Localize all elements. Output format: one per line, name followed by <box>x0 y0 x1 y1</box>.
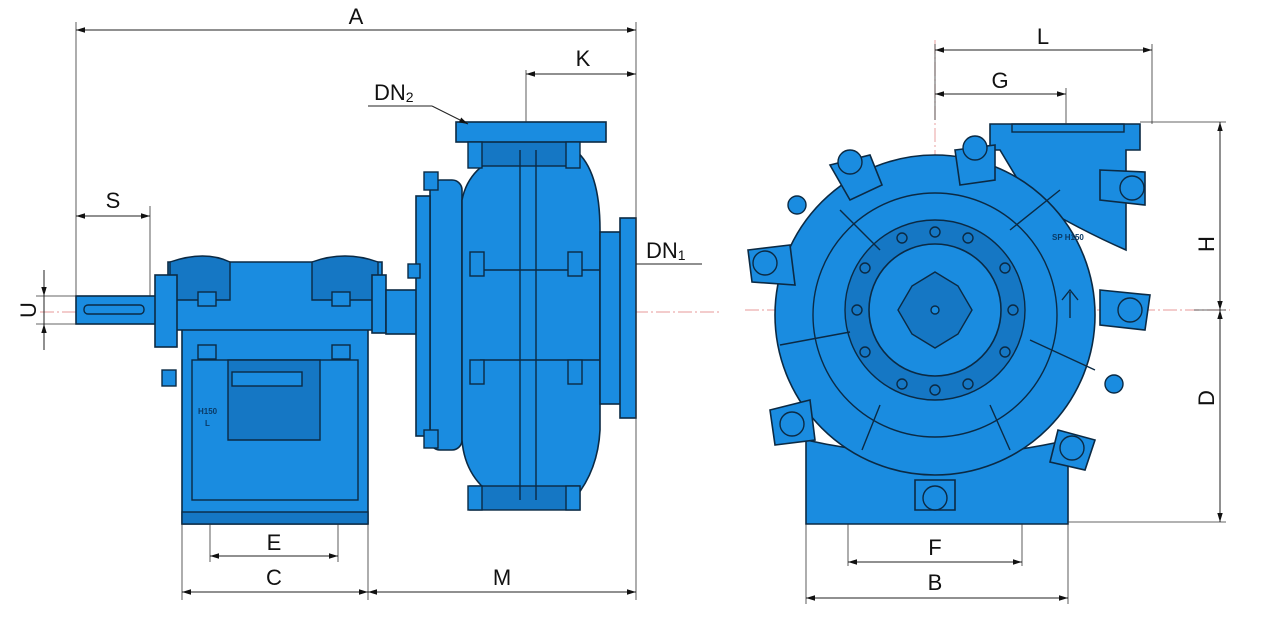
casing-ring-outer <box>812 192 1058 438</box>
casing-bolt-bot-r <box>565 485 581 511</box>
casing-volute <box>461 149 601 501</box>
shaft-keyway <box>83 304 145 315</box>
bearing-frame: H150 L <box>154 255 387 525</box>
dim-label-k: K <box>576 46 591 71</box>
housing-bolt-2 <box>331 291 351 307</box>
end-cover-right <box>371 274 387 334</box>
flange-bolt-1 <box>423 171 439 191</box>
dim-label-b: B <box>928 570 943 595</box>
housing-bolt-4 <box>331 344 351 360</box>
casting-mark-l: L <box>205 419 210 428</box>
discharge-flange <box>455 121 607 143</box>
frame-foot <box>181 511 369 525</box>
side-bolt <box>161 369 177 387</box>
end-view: SP H150 L G H D F B <box>745 24 1230 604</box>
dim-label-d: D <box>1194 390 1219 406</box>
dim-label-c: C <box>266 565 282 590</box>
casting-mark-sp-h150: SP H150 <box>1052 233 1084 242</box>
suction-cover <box>599 231 623 405</box>
dim-label-s: S <box>106 188 121 213</box>
dim-label-h: H <box>1194 236 1219 252</box>
housing-bolt-1 <box>197 291 217 307</box>
dim-label-m: M <box>493 565 511 590</box>
housing-lump-left <box>169 255 231 301</box>
dn2-leader <box>431 105 469 125</box>
suction-flange <box>619 217 637 419</box>
flange-bolt-2 <box>423 429 439 449</box>
gland-bolt <box>407 263 421 279</box>
dim-label-g: G <box>991 68 1008 93</box>
shaft <box>75 295 159 325</box>
hub-center <box>930 305 940 315</box>
casing-bolt-mid-r <box>567 251 583 277</box>
dim-label-u: U <box>16 302 41 318</box>
casing-base <box>469 485 581 511</box>
casting-mark-h150: H150 <box>198 407 218 416</box>
casing-bolt-top-r <box>565 141 581 169</box>
frame-plate-flange <box>429 179 463 451</box>
casing-bolt-low-l <box>469 359 485 385</box>
rotation-arrow-icon <box>1061 288 1079 318</box>
end-cover-left <box>154 274 178 348</box>
side-view: H150 L <box>16 4 720 600</box>
dim-label-dn2: DN2 <box>374 80 414 105</box>
frame-plate-ring <box>415 195 431 437</box>
dim-label-dn1: DN1 <box>646 238 686 263</box>
housing-bolt-3 <box>197 344 217 360</box>
casing-lugs <box>747 135 1151 511</box>
dim-label-f: F <box>928 535 941 560</box>
casing-bolt-low-r <box>567 359 583 385</box>
dim-label-a: A <box>349 4 364 29</box>
casing-bolt-mid-l <box>469 251 485 277</box>
adjuster-bolt <box>231 371 303 387</box>
casing-bolt-top-l <box>467 141 483 169</box>
outlet-flange-face <box>1011 123 1125 133</box>
casing-bolt-bot-l <box>467 485 483 511</box>
dim-label-l: L <box>1037 24 1049 49</box>
dim-label-e: E <box>267 530 282 555</box>
pump-casing-side <box>407 121 637 511</box>
